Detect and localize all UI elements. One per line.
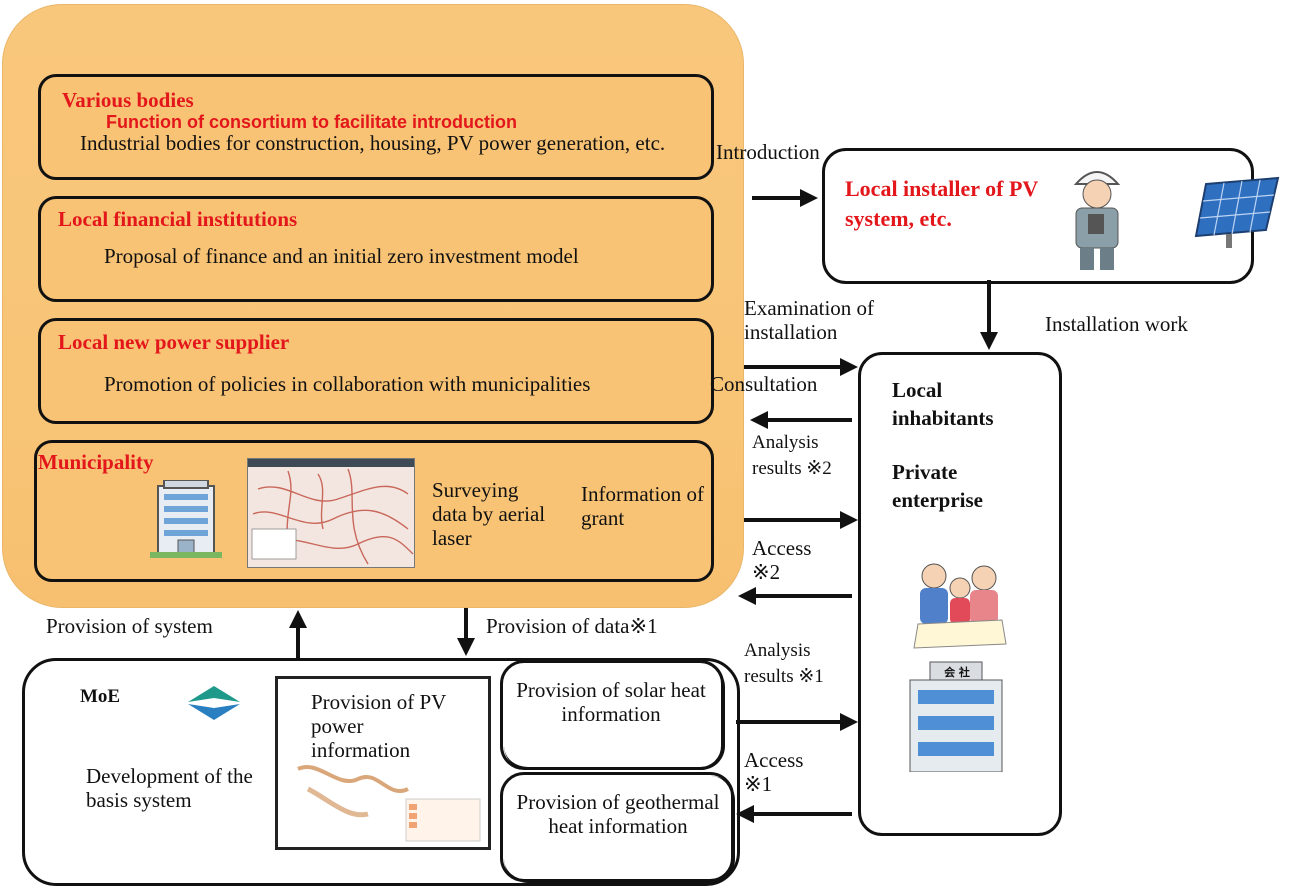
- grant-info-label: Information of grant: [581, 482, 705, 530]
- survey-data-label: Surveying data by aerial laser: [432, 478, 546, 550]
- power-supplier-title: Local new power supplier: [58, 330, 290, 354]
- geothermal-heat-label: Provision of geothermal heat information: [516, 790, 720, 838]
- moe-logo-icon: [184, 684, 244, 722]
- company-building-icon: [906, 660, 1006, 773]
- office-building-icon: [148, 479, 224, 560]
- consortium-heading: Function of consortium to facilitate int…: [106, 112, 517, 132]
- introduction-label: Introduction: [716, 140, 820, 164]
- solar-heat-box-shadow: [504, 663, 725, 770]
- examination-label: Examination of installation: [744, 296, 875, 344]
- power-supplier-text: Promotion of policies in collaboration w…: [104, 372, 591, 396]
- laser-survey-map-image: [247, 458, 415, 568]
- pv-info-label: Provision of PV power information: [311, 690, 446, 762]
- various-bodies-text: Industrial bodies for construction, hous…: [80, 131, 666, 155]
- provision-of-data-label: Provision of data※1: [486, 614, 658, 638]
- installer-worker-icon: [1062, 160, 1132, 272]
- financial-institutions-text: Proposal of finance and an initial zero …: [104, 244, 579, 268]
- access-1-label: Access ※1: [744, 748, 804, 796]
- analysis-results-1-label: Analysis results ※1: [744, 640, 824, 687]
- municipality-title: Municipality: [38, 450, 154, 474]
- family-icon: [912, 558, 1008, 650]
- pv-map-box: [275, 676, 491, 850]
- development-label: Development of the basis system: [86, 764, 253, 812]
- solar-heat-label: Provision of solar heat information: [516, 678, 706, 726]
- company-sign: 会 社: [944, 666, 970, 679]
- geothermal-heat-box-shadow: [504, 776, 735, 883]
- solar-panel-icon: [1192, 174, 1280, 248]
- various-bodies-box: [38, 74, 714, 180]
- installer-title: Local installer of PV system, etc.: [845, 176, 1038, 231]
- geothermal-heat-box: [500, 772, 734, 882]
- consultation-label: Consultation: [710, 372, 818, 396]
- installation-work-label: Installation work: [1045, 312, 1188, 336]
- power-supplier-box: [38, 318, 714, 424]
- inhabitants-label: Local inhabitants: [892, 378, 994, 430]
- analysis-results-2-label: Analysis results ※2: [752, 432, 832, 479]
- financial-institutions-title: Local financial institutions: [58, 207, 298, 231]
- installer-box: [822, 148, 1254, 284]
- various-bodies-title: Various bodies: [62, 88, 194, 112]
- private-enterprise-label: Private enterprise: [892, 460, 983, 512]
- financial-institutions-box: [38, 196, 714, 302]
- provision-of-system-label: Provision of system: [46, 614, 213, 638]
- moe-title: MoE: [80, 686, 121, 707]
- access-2-label: Access ※2: [752, 536, 812, 584]
